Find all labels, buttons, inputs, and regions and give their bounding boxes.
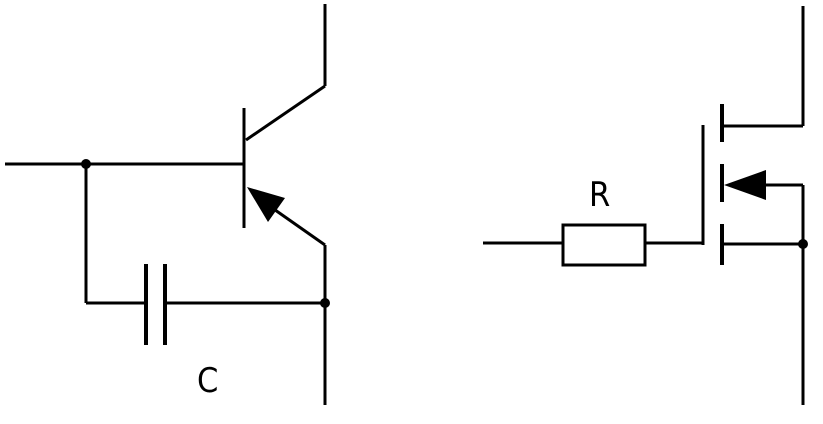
source-junction-dot: [798, 239, 808, 249]
right-circuit: R: [483, 6, 808, 405]
capacitor: [144, 264, 167, 345]
resistor-label: R: [589, 175, 610, 215]
collector-lead: [245, 84, 326, 142]
body-arrow: [724, 170, 766, 200]
capacitor-label: C: [197, 361, 218, 401]
emitter-arrow: [247, 187, 285, 222]
bjt-transistor: [242, 4, 327, 247]
emitter-lead: [267, 203, 326, 247]
emitter-junction-dot: [320, 298, 330, 308]
mosfet-transistor: [701, 6, 805, 265]
resistor: [561, 223, 647, 267]
left-circuit: C: [5, 4, 330, 405]
